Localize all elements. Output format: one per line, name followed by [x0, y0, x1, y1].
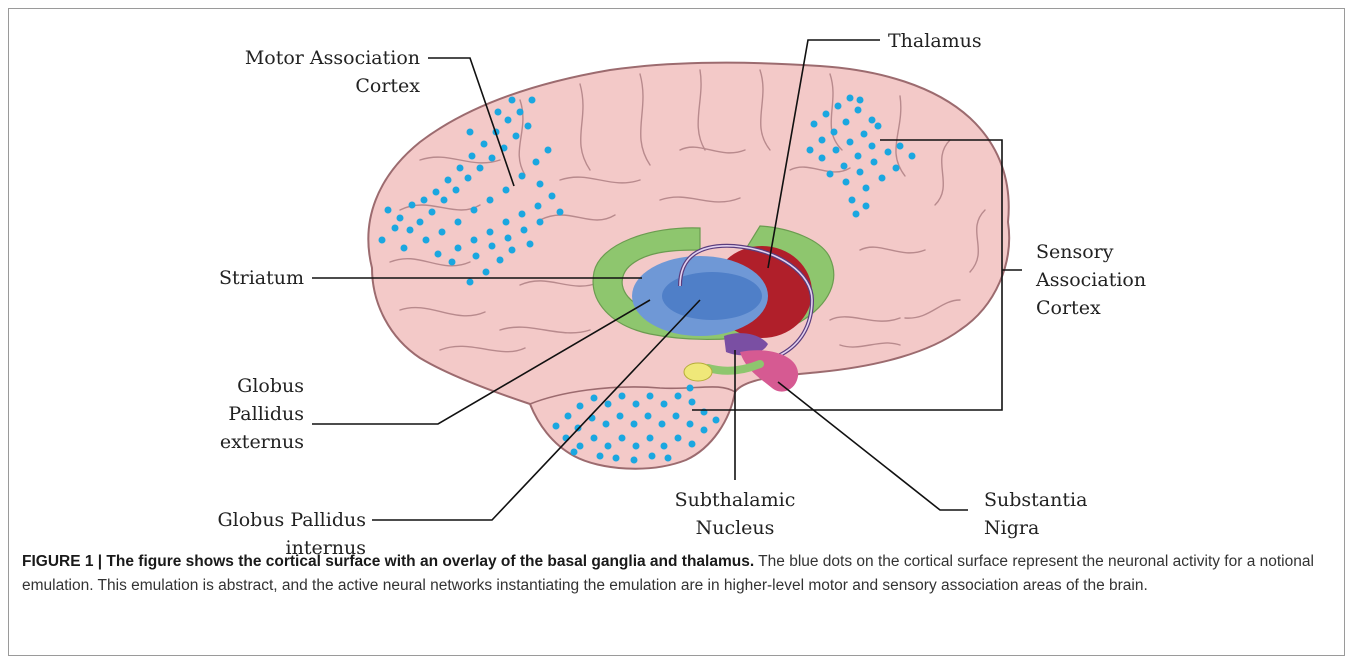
label-sensory-association-cortex: Sensory Association Cortex — [1036, 238, 1146, 322]
label-subthalamic-nucleus: Subthalamic Nucleus — [640, 486, 830, 542]
figure-caption: FIGURE 1 | The figure shows the cortical… — [22, 550, 1332, 598]
caption-bold: FIGURE 1 | The figure shows the cortical… — [22, 553, 754, 570]
label-thalamus: Thalamus — [888, 27, 982, 55]
globus-pallidus-internus-structure — [662, 272, 762, 320]
label-substantia-nigra: Substantia Nigra — [984, 486, 1087, 542]
label-motor-association-cortex: Motor Association Cortex — [140, 44, 420, 100]
yellow-bulb-structure — [684, 363, 712, 381]
label-globus-pallidus-externus: Globus Pallidus externus — [140, 372, 304, 456]
label-striatum: Striatum — [140, 264, 304, 292]
